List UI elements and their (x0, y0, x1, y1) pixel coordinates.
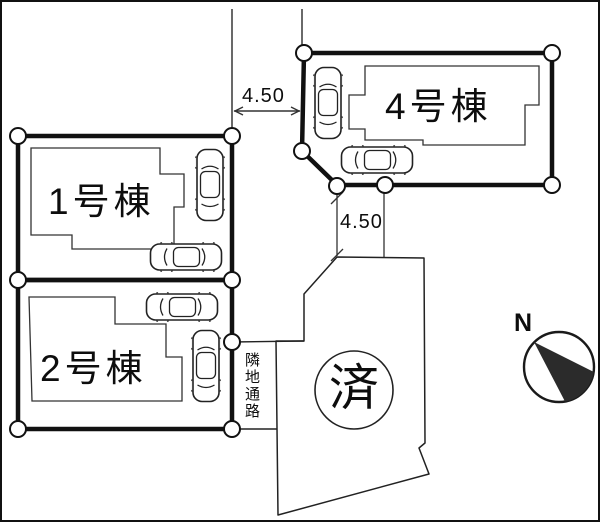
building-1-label: 1号棟 (48, 181, 155, 222)
car-icon (191, 329, 221, 403)
cars (145, 66, 414, 403)
building-1-footprint (30, 147, 185, 250)
building-4-footprint (348, 65, 540, 146)
passage-label: 隣地通路 (243, 352, 260, 420)
building-4-label: 4号棟 (385, 86, 492, 127)
dimension-top-value: 4.50 (242, 85, 285, 107)
sold-stamp-circle (314, 350, 394, 430)
plot-1-2-borders (15, 133, 235, 432)
road-lines (231, 9, 303, 135)
building-2-label: 2号棟 (40, 348, 147, 389)
compass-icon (522, 330, 596, 404)
dimension-arrow-top (233, 106, 301, 116)
car-icon (340, 145, 414, 175)
dimension-lines-mid (330, 191, 385, 262)
building-2-footprint (28, 296, 183, 402)
car-icon (149, 242, 223, 272)
compass-north-label: N (514, 309, 533, 337)
sold-stamp-text: 済 (329, 360, 379, 416)
car-icon (145, 292, 219, 322)
dimension-mid-value: 4.50 (340, 211, 383, 233)
plot-2-border (15, 277, 235, 432)
boundary-point-markers (9, 44, 561, 438)
car-icon (195, 148, 225, 222)
plot-4-border (299, 50, 555, 188)
sold-lot-outline (275, 256, 430, 516)
car-icon (313, 66, 343, 140)
building-footprints (28, 65, 540, 402)
